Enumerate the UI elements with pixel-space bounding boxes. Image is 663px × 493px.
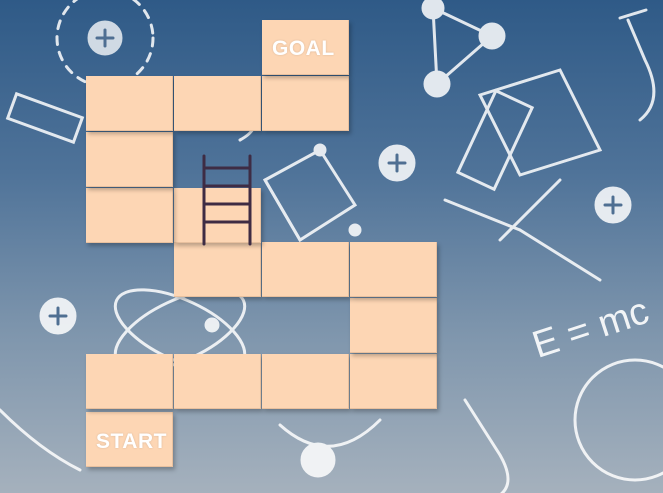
start-label: START bbox=[96, 430, 167, 453]
path-tile[interactable] bbox=[174, 354, 261, 409]
background-formula-text: E = mc bbox=[527, 290, 653, 367]
path-tile[interactable] bbox=[86, 188, 173, 243]
path-tile[interactable] bbox=[350, 354, 437, 409]
path-tile[interactable] bbox=[262, 76, 349, 131]
goal-label: GOAL bbox=[272, 37, 335, 60]
tile-start[interactable]: START bbox=[86, 412, 173, 467]
path-tile[interactable] bbox=[86, 76, 173, 131]
path-tile[interactable] bbox=[262, 354, 349, 409]
path-tile[interactable] bbox=[174, 76, 261, 131]
path-tile[interactable] bbox=[86, 354, 173, 409]
path-tile[interactable] bbox=[86, 132, 173, 187]
path-tile[interactable] bbox=[174, 242, 261, 297]
ladder-icon bbox=[202, 154, 252, 246]
path-tile[interactable] bbox=[174, 188, 261, 243]
tile-goal[interactable]: GOAL bbox=[262, 20, 349, 75]
path-tile[interactable] bbox=[262, 242, 349, 297]
path-tile[interactable] bbox=[350, 242, 437, 297]
path-tile[interactable] bbox=[350, 298, 437, 353]
